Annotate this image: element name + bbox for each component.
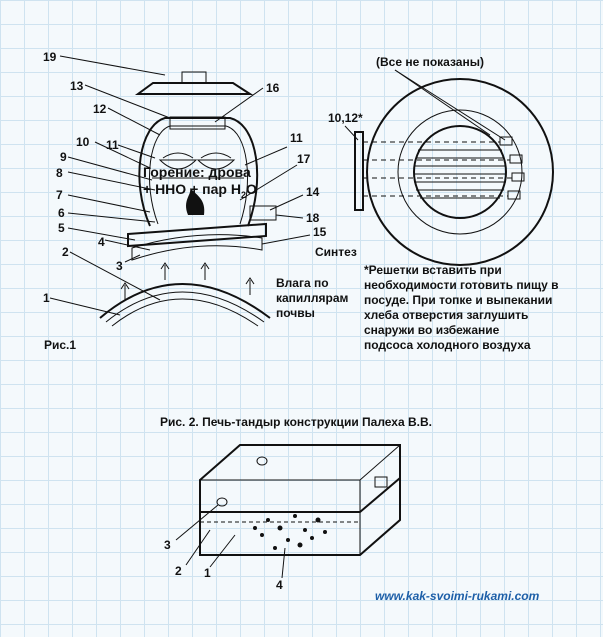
fig1-caption: Рис.1 <box>44 338 76 352</box>
label-15: 15 <box>313 225 327 239</box>
leader-not-shown <box>394 69 491 136</box>
opening-outer <box>397 109 523 235</box>
lid <box>134 82 254 95</box>
label-7: 7 <box>56 188 63 202</box>
label-10-12: 10,12* <box>328 111 363 125</box>
note-line-1: *Решетки вставить при <box>364 263 502 277</box>
label-2: 2 <box>62 245 69 259</box>
label-11-right: 11 <box>290 131 303 145</box>
vent-holes <box>499 136 525 200</box>
fig2-label-2: 2 <box>175 564 182 578</box>
synthesis-label: Синтез <box>315 245 357 259</box>
fill-particles <box>253 514 327 550</box>
watermark: www.kak-svoimi-rukami.com <box>375 589 540 603</box>
upper-box <box>199 444 401 513</box>
label-16: 16 <box>266 81 280 95</box>
base-plate <box>127 222 267 248</box>
dashed-channels <box>363 141 512 197</box>
opening-grate <box>413 125 507 219</box>
note-line-3: посуде. При топке и выпекании <box>364 293 552 307</box>
fig2-box: Рис. 2. Печь-тандыр конструкции Палеха В… <box>160 415 432 592</box>
lid-handle <box>181 71 207 84</box>
label-17: 17 <box>297 152 311 166</box>
note-line-6: подсоса холодного воздуха <box>364 338 531 352</box>
pot-right-lid <box>200 152 232 159</box>
fig2-label-3: 3 <box>164 538 171 552</box>
label-9: 9 <box>60 150 67 164</box>
synthesis-layer <box>131 234 263 261</box>
pot-left-lid <box>162 152 194 159</box>
soil-arc-bottom <box>111 298 259 327</box>
moisture-arrows <box>120 262 255 300</box>
combustion-line1: Горение: дрова <box>143 164 251 180</box>
label-3: 3 <box>116 259 123 273</box>
fig1-stove: 19 13 16 12 11 10 9 8 7 6 5 4 3 2 1 11 1… <box>43 50 357 352</box>
label-19: 19 <box>43 50 57 64</box>
label-6: 6 <box>58 206 65 220</box>
top-opening <box>169 116 226 130</box>
label-12: 12 <box>93 102 107 116</box>
dome-inner <box>148 125 249 225</box>
dome <box>138 117 259 227</box>
label-11-left: 11 <box>106 138 119 152</box>
moisture-line2: капиллярам <box>276 291 349 305</box>
moisture-line1: Влага по <box>276 276 329 290</box>
label-4: 4 <box>98 235 105 249</box>
hole-top <box>256 456 268 466</box>
soil-arc-outer <box>99 283 271 319</box>
side-plate <box>354 131 364 211</box>
soil-arc-inner <box>105 291 265 323</box>
leader-lines <box>49 55 311 316</box>
pot-left <box>158 159 198 170</box>
label-5: 5 <box>58 221 65 235</box>
label-13: 13 <box>70 79 84 93</box>
fig2-label-1: 1 <box>204 566 211 580</box>
moisture-line3: почвы <box>276 306 315 320</box>
label-14: 14 <box>306 185 320 199</box>
label-18: 18 <box>306 211 320 225</box>
side-door <box>249 205 277 221</box>
note: *Решетки вставить при необходимости гото… <box>364 263 558 352</box>
fig2-caption: Рис. 2. Печь-тандыр конструкции Палеха В… <box>160 415 432 429</box>
label-1: 1 <box>43 291 50 305</box>
note-line-2: необходимости готовить пищу в <box>364 278 558 292</box>
flame-icon <box>186 188 205 215</box>
label-8: 8 <box>56 166 63 180</box>
body-outline <box>366 78 554 266</box>
pot-right <box>196 159 236 170</box>
grate-bars <box>414 149 506 199</box>
hole-side <box>216 497 228 507</box>
side-vent <box>374 476 388 488</box>
note-line-5: снаружи во избежание <box>364 323 500 337</box>
fig2-label-4: 4 <box>276 578 283 592</box>
note-line-4: хлеба отверстия заглушить <box>364 308 528 322</box>
combustion-line2: + ННО + пар Н2О <box>143 181 257 200</box>
fig2-leaders <box>175 504 286 579</box>
label-10: 10 <box>76 135 90 149</box>
side-view: (Все не показаны) 10,12* <box>328 55 554 266</box>
not-all-shown: (Все не показаны) <box>376 55 484 69</box>
